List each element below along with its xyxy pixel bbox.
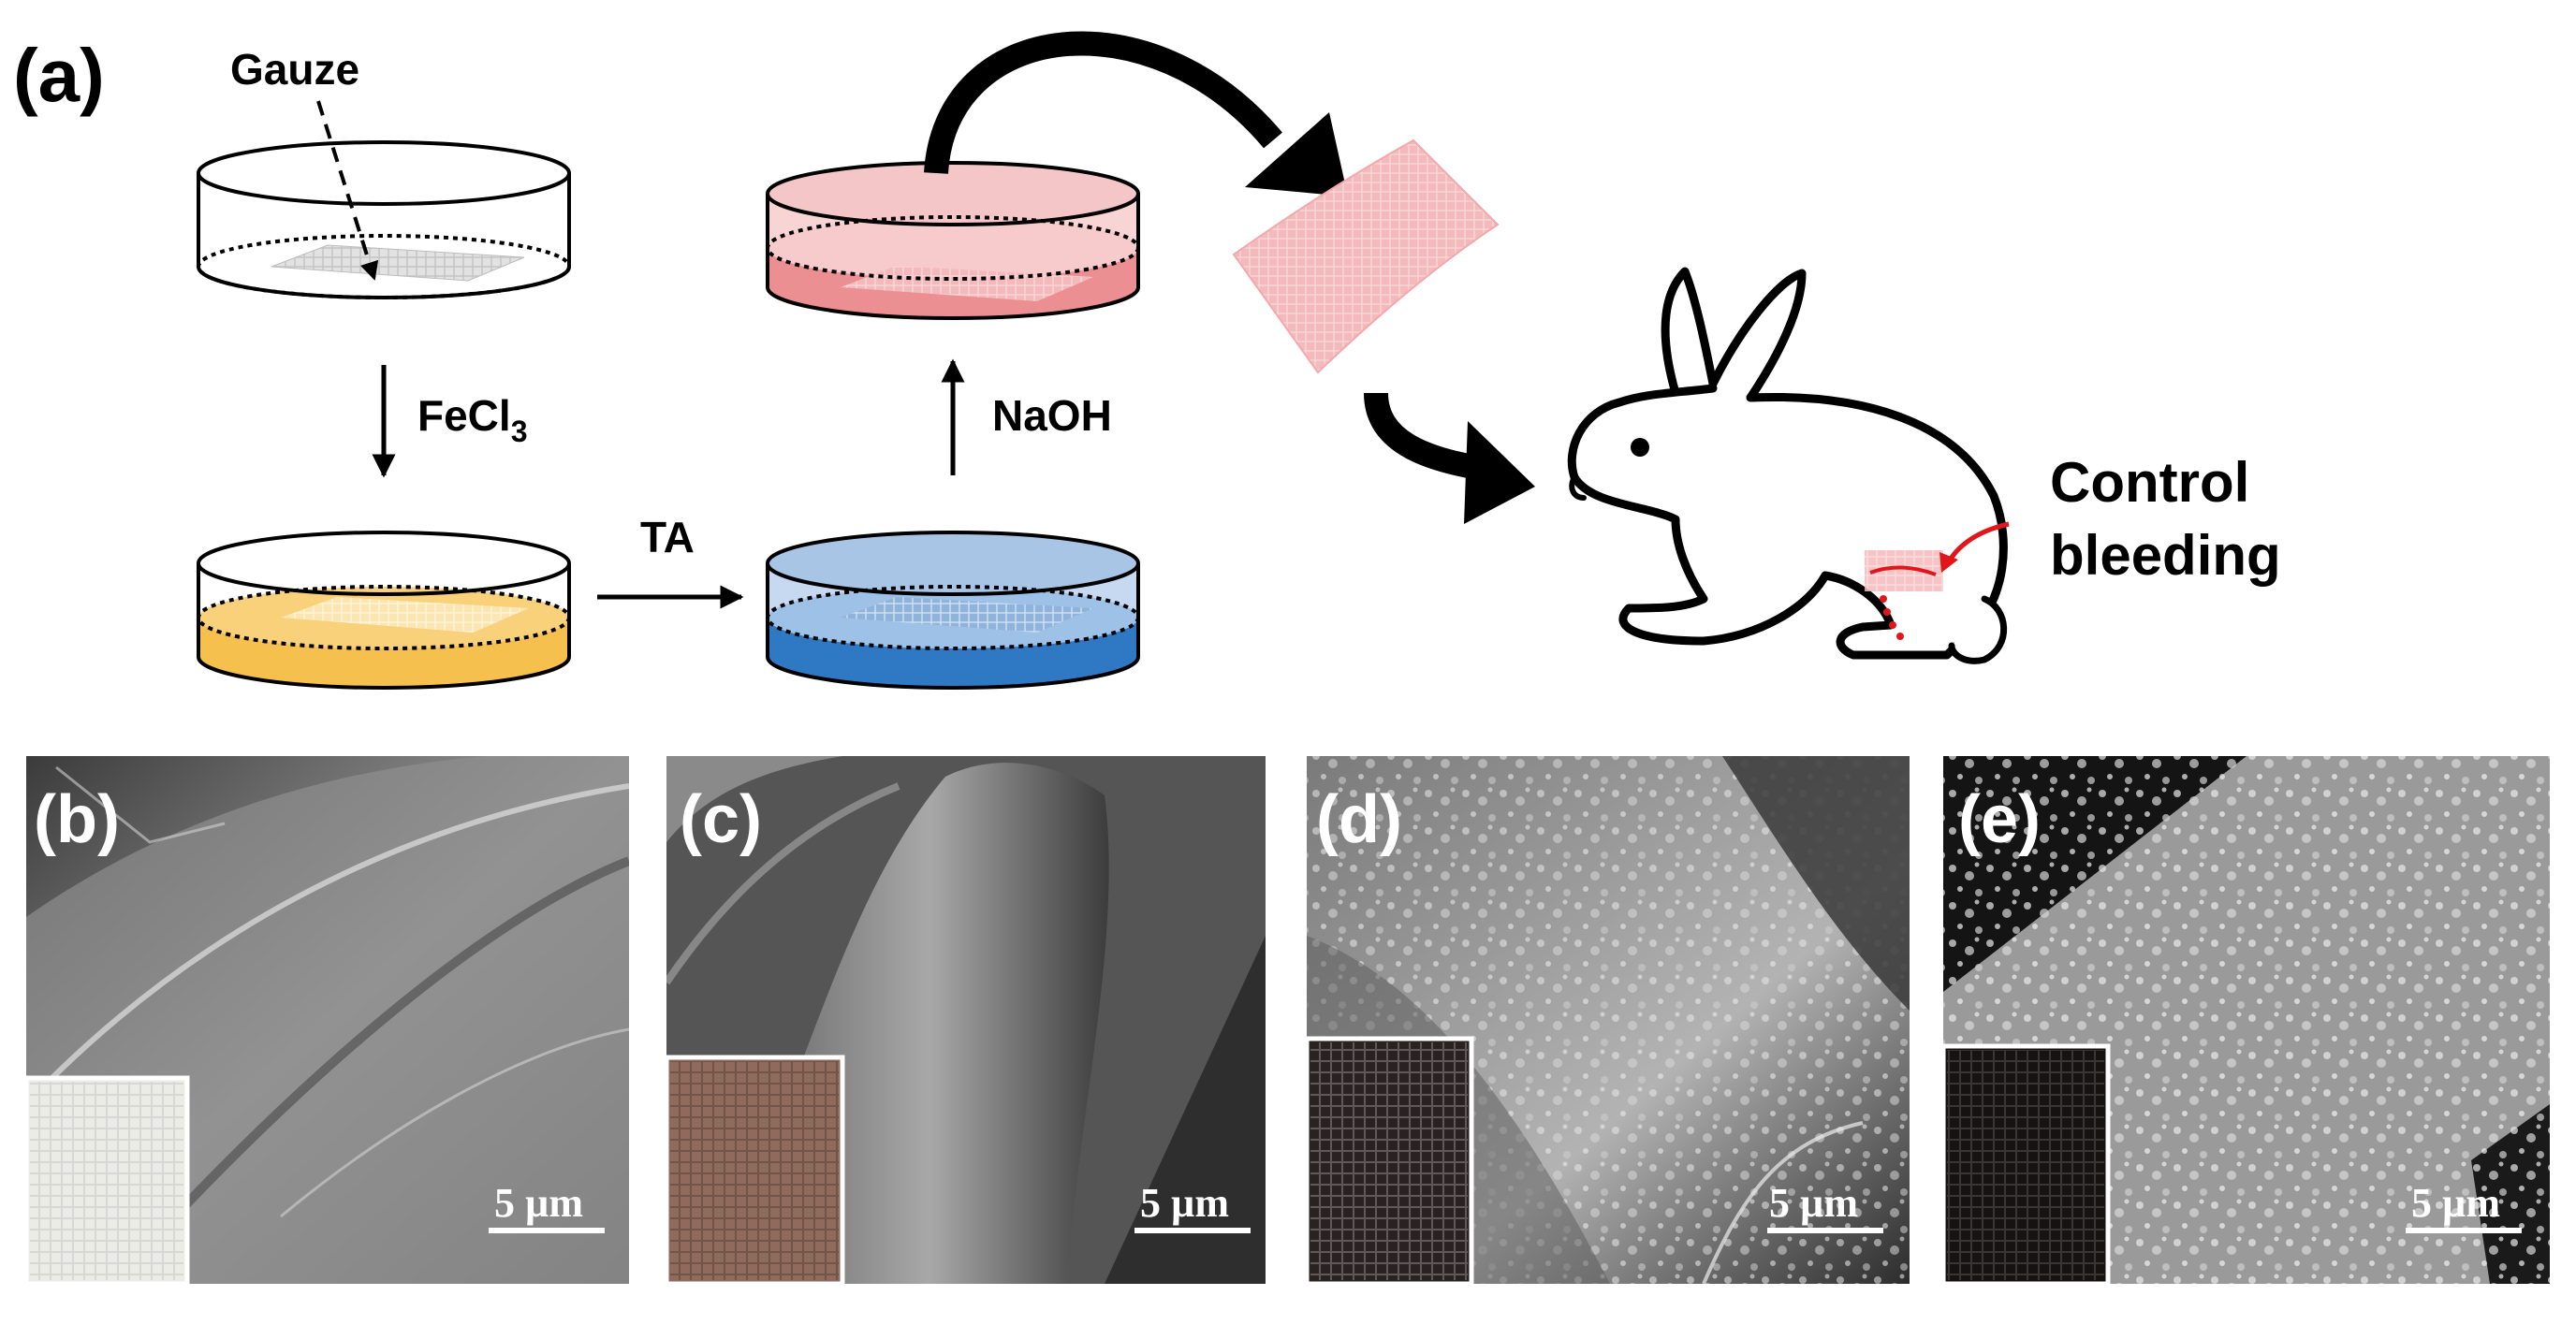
naoh-label: NaOH	[992, 391, 1112, 440]
scale-bar-d	[1767, 1228, 1883, 1233]
dish-naoh	[766, 161, 1140, 320]
panel-a-letter: (a)	[13, 34, 105, 117]
sem-e-letter: (e)	[1958, 782, 2041, 857]
transfer-arrow-bottom	[1364, 392, 1535, 524]
outcome-label-line1: Control	[2050, 451, 2249, 514]
sem-d-scale: 5 µm	[1769, 1180, 1858, 1226]
dish-fecl3	[197, 531, 571, 690]
gauze-label: Gauze	[230, 45, 359, 94]
gauze-pointer-arrow	[316, 100, 379, 281]
panel-a: (a) Gauze FeCl3 TA	[13, 31, 2281, 690]
ta-label: TA	[640, 513, 695, 561]
sem-d-letter: (d)	[1316, 782, 1402, 857]
gauze-sheet	[271, 244, 525, 282]
outcome-label-line2: bleeding	[2050, 524, 2281, 587]
rabbit-illustration	[1567, 267, 2008, 664]
wound-site	[1865, 521, 2010, 640]
sem-b-scale: 5 µm	[494, 1180, 583, 1226]
dish-ta	[766, 531, 1140, 690]
gauze-sheet-fecl3	[281, 597, 529, 633]
scale-bar-c	[1134, 1228, 1251, 1233]
transfer-arrow-top	[924, 31, 1348, 197]
hemostatic-gauze	[1232, 138, 1500, 374]
sem-panel-d	[1307, 756, 1910, 1284]
sem-e-scale: 5 µm	[2411, 1180, 2500, 1226]
scale-bar-e	[2406, 1228, 2522, 1233]
sem-c-scale: 5 µm	[1140, 1180, 1229, 1226]
sem-panel-c	[666, 756, 1266, 1284]
sem-panel-e	[1943, 756, 2550, 1284]
dish-gauze	[197, 140, 571, 299]
sem-c-letter: (c)	[680, 782, 762, 857]
gauze-sheet-ta	[841, 597, 1093, 633]
sem-panel-b	[26, 756, 629, 1284]
fecl3-label: FeCl3	[417, 391, 527, 448]
scale-bar-b	[489, 1228, 605, 1233]
sem-b-letter: (b)	[34, 782, 120, 857]
